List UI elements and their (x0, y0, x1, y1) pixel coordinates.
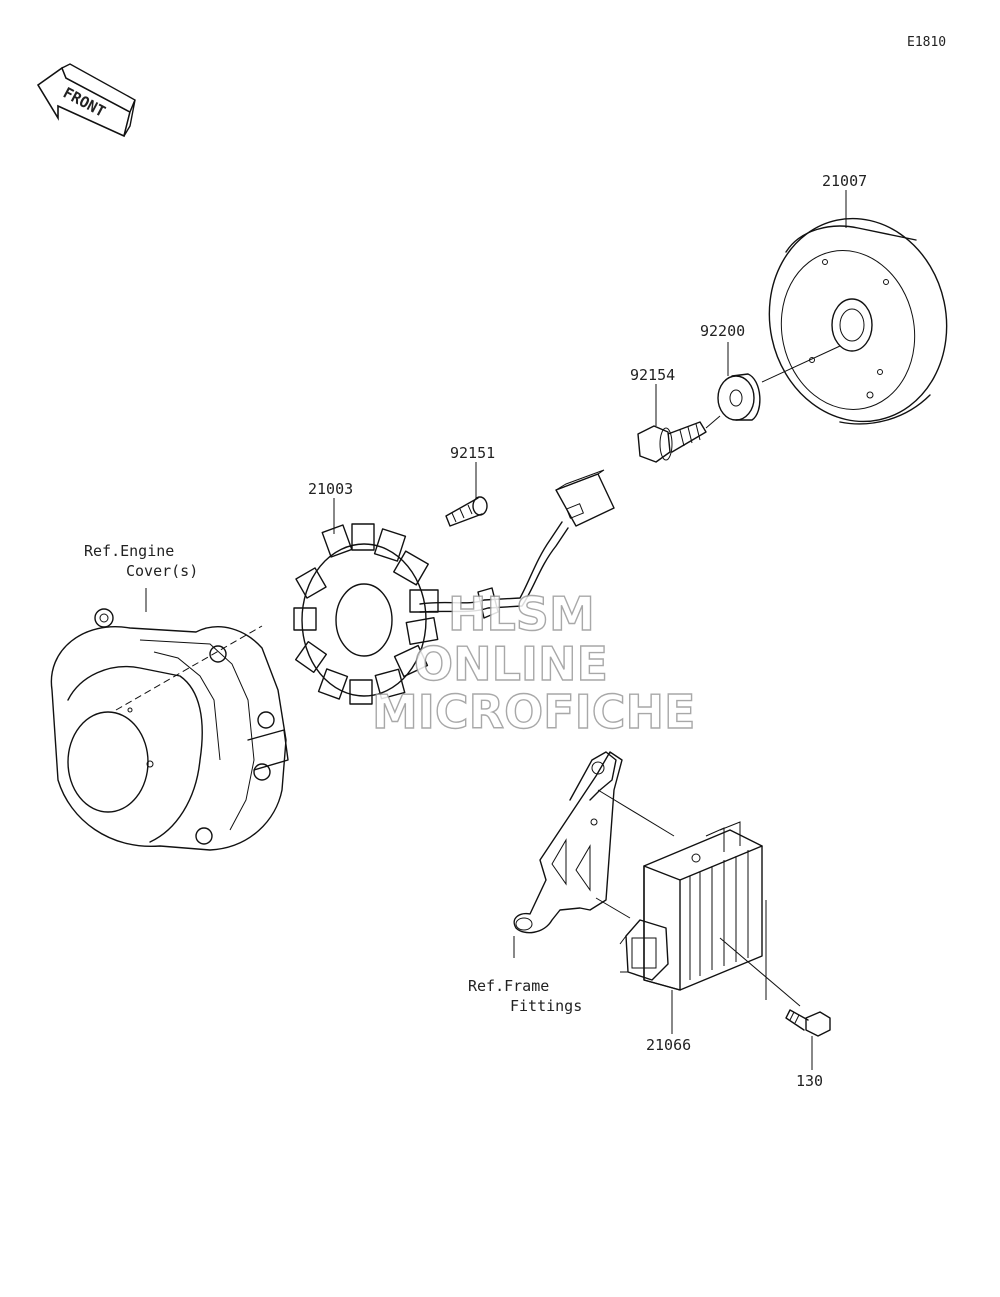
watermark-line3: MICROFICHE (372, 685, 695, 739)
ref-engine-cover-line1: Ref.Engine (84, 542, 174, 560)
bolt-130-drawing (785, 1009, 831, 1037)
part-number-21007[interactable]: 21007 (822, 172, 867, 190)
diagram-code: E1810 (907, 35, 946, 50)
watermark-line2: ONLINE (414, 637, 608, 691)
engine-cover-drawing (50, 608, 289, 851)
ref-engine-cover-line2: Cover(s) (126, 562, 198, 580)
ref-frame-fittings-line1: Ref.Frame (468, 977, 549, 995)
rotor-flywheel-drawing (768, 217, 948, 425)
assembly-line-bracket-regulator (597, 789, 675, 837)
part-number-21066[interactable]: 21066 (646, 1036, 691, 1054)
part-number-92151[interactable]: 92151 (450, 444, 495, 462)
ref-frame-fittings-line2: Fittings (510, 997, 582, 1015)
frame-bracket-drawing (513, 751, 623, 934)
assembly-line-bracket-connector (595, 897, 631, 919)
watermark-line1: HLSM (448, 587, 595, 641)
assembly-axis-cover-stator (115, 625, 263, 711)
assembly-line-regulator-bolt (719, 937, 801, 1007)
part-number-92200[interactable]: 92200 (700, 322, 745, 340)
watermark: HLSM ONLINE MICROFICHE (371, 586, 696, 739)
front-arrow-icon: FRONT (36, 63, 136, 138)
part-number-130[interactable]: 130 (796, 1072, 823, 1090)
assembly-line-bolt-washer (705, 415, 721, 429)
part-number-92154[interactable]: 92154 (630, 366, 675, 384)
assembly-line-washer-rotor (761, 345, 841, 383)
washer-drawing (717, 373, 761, 421)
stator-bolt-drawing (445, 496, 488, 527)
part-number-21003[interactable]: 21003 (308, 480, 353, 498)
stator-drawing (293, 469, 615, 705)
regulator-rectifier-drawing (619, 821, 763, 991)
flange-bolt-drawing (637, 421, 707, 463)
